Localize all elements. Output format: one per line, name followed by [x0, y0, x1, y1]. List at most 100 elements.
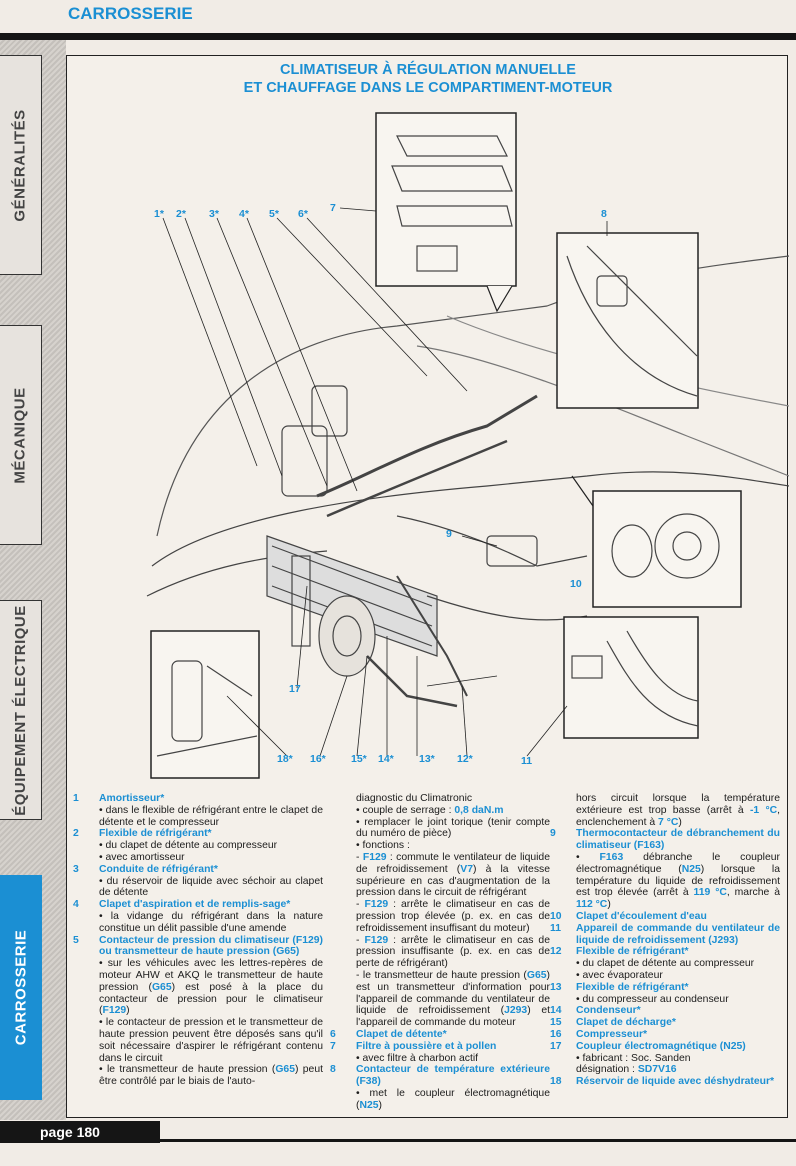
tab-carrosserie[interactable]: CARROSSERIE [0, 875, 42, 1100]
legend-text-part: • fabricant : Soc. Sanden [576, 1052, 691, 1064]
legend-number: 15 [550, 1017, 562, 1029]
legend-highlight: G65 [275, 1064, 295, 1076]
legend-text-part: hors circuit lorsque la température exté… [576, 793, 780, 816]
legend-text-part: • couple de serrage : [356, 804, 455, 816]
legend-highlight: 119 °C [693, 887, 727, 899]
legend-text-part: • du réservoir de liquide avec séchoir a… [99, 875, 323, 899]
legend-number [550, 1064, 576, 1076]
legend-text-part: • remplacer le joint torique (tenir comp… [356, 816, 550, 840]
legend-number: 8 [330, 1064, 336, 1076]
legend-number [330, 805, 356, 817]
legend-title: Clapet d'écoulement d'eau [576, 910, 707, 922]
legend-number [550, 994, 576, 1006]
legend-number [73, 852, 99, 864]
legend-number: 5 [73, 934, 79, 946]
engine-illustration [146, 112, 790, 779]
callout-5: 5* [269, 208, 279, 220]
legend-highlight: N25 [359, 1099, 379, 1111]
legend-text: • du réservoir de liquide avec séchoir a… [99, 876, 323, 900]
legend-text-part: • du compresseur au condenseur [576, 993, 729, 1005]
callout-12: 12* [457, 753, 473, 765]
callout-9: 9 [446, 528, 452, 540]
callout-11: 11 [521, 755, 533, 767]
legend-text-part: ) [607, 899, 611, 911]
legend-highlight: J293 [504, 1005, 528, 1017]
legend-number: 17 [550, 1040, 562, 1052]
legend-text-part: : arrête le climatiseur en cas de pressi… [356, 899, 550, 934]
legend-number: 1 [73, 793, 79, 804]
legend-title: Thermocontacteur de débranchement du cli… [576, 828, 780, 852]
top-rule [0, 33, 796, 40]
legend-number: 18 [550, 1076, 562, 1088]
legend-number [330, 1053, 356, 1065]
legend-highlight: 112 °C [576, 899, 608, 911]
legend-detail: • du clapet de détente au compresseur [550, 958, 780, 970]
legend-highlight: 0,8 daN.m [454, 804, 504, 816]
legend-title: Clapet de détente* [356, 1028, 447, 1040]
legend-text-part: - [356, 934, 365, 946]
legend-detail: - F129 : commute le ventilateur de liqui… [330, 852, 550, 899]
tab-generalites[interactable]: GÉNÉRALITÉS [0, 55, 42, 275]
legend-detail: • le contacteur de pression et le transm… [73, 1017, 323, 1064]
tab-equipement-electrique[interactable]: ÉQUIPEMENT ÉLECTRIQUE [0, 600, 42, 820]
legend-item: 17 Coupleur électromagnétique (N25) [550, 1041, 780, 1053]
tab-label: MÉCANIQUE [12, 386, 30, 484]
legend-text: • du clapet de détente au compresseur [576, 958, 780, 970]
legend-text-part: • le contacteur de pression et le transm… [99, 1017, 323, 1064]
legend-text: • dans le flexible de réfrigérant entre … [99, 805, 323, 829]
legend-title: Condenseur* [576, 1005, 641, 1017]
legend-highlight: F163 [599, 851, 624, 863]
legend-detail: • F163 débranche le coupleur électromagn… [550, 852, 780, 911]
legend-text-part: • [576, 851, 600, 863]
legend-highlight: -1 °C [749, 804, 778, 816]
legend-text-part: ) à la vitesse supérieure en cas d'augme… [356, 863, 551, 899]
legend-text: • avec amortisseur [99, 852, 323, 864]
legend-title: Amortisseur* [99, 793, 165, 804]
legend-title: Coupleur électromagnétique (N25) [576, 1040, 746, 1052]
legend-detail: - F129 : arrête le climatiseur en cas de… [330, 935, 550, 970]
legend-text-part: • avec amortisseur [99, 851, 185, 863]
legend-number [73, 1017, 99, 1064]
legend-number [73, 1064, 99, 1088]
legend-text: diagnostic du Climatronic [356, 793, 550, 805]
legend-text-part: ) est posé à la place du contacteur de p… [99, 981, 323, 1017]
legend-text-part: • met le coupleur électromagnétique ( [356, 1087, 550, 1111]
legend-highlight: 7 °C [658, 816, 679, 828]
legend-detail: - F129 : arrête le climatiseur en cas de… [330, 899, 550, 934]
legend-text: hors circuit lorsque la température exté… [576, 793, 780, 828]
legend-text-part: • avec évaporateur [576, 969, 663, 981]
legend-detail: hors circuit lorsque la température exté… [550, 793, 780, 828]
legend-detail: • le transmetteur de haute pression (G65… [73, 1064, 323, 1088]
legend-text-part: • avec filtre à charbon actif [356, 1052, 479, 1064]
legend-detail: désignation : SD7V16 [550, 1064, 780, 1076]
legend-number: 4 [73, 899, 79, 911]
legend-number: 3 [73, 863, 79, 875]
legend-text: • couple de serrage : 0,8 daN.m [356, 805, 550, 817]
callout-10: 10 [570, 578, 582, 590]
legend-text-part: ) lorsque la température du liquide de r… [576, 863, 780, 899]
legend-text-part: , marche à [726, 887, 780, 899]
legend-number [330, 793, 356, 805]
legend-number [550, 852, 576, 911]
legend-column-1: 1 Amortisseur*• dans le flexible de réfri… [73, 793, 323, 1088]
legend-text: désignation : SD7V16 [576, 1064, 780, 1076]
legend-text-part: : commute le ventilateur de liquide de r… [356, 851, 550, 875]
legend-text-part: • du clapet de détente au compresseur [99, 840, 278, 852]
callout-15: 15* [351, 753, 367, 765]
tab-label: ÉQUIPEMENT ÉLECTRIQUE [12, 604, 29, 816]
callout-8: 8 [601, 208, 607, 220]
legend-detail: • du compresseur au condenseur [550, 994, 780, 1006]
callout-14: 14* [378, 753, 394, 765]
legend-text-part: - [356, 899, 365, 911]
legend-number: 10 [550, 910, 562, 922]
tab-mecanique[interactable]: MÉCANIQUE [0, 325, 42, 545]
legend-title: Clapet de décharge* [576, 1017, 676, 1029]
